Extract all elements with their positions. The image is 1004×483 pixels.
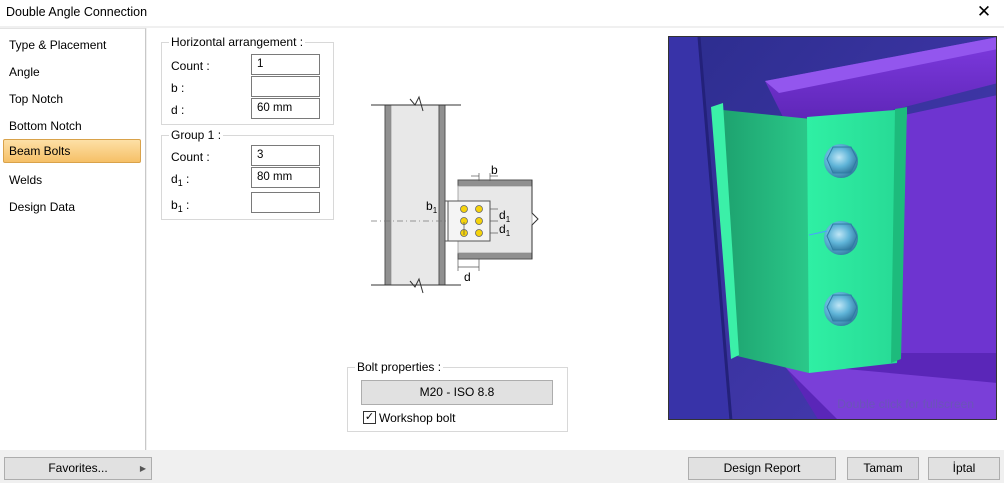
group1-count-label: Count : xyxy=(171,150,210,164)
sidebar-item-bottom-notch[interactable]: Bottom Notch xyxy=(9,119,82,133)
sidebar-item-design-data[interactable]: Design Data xyxy=(9,200,76,214)
dim-d1-top: d1 xyxy=(499,208,511,224)
title-bar: Double Angle Connection ✕ xyxy=(0,0,1004,26)
bottom-bar: Favorites... ▶ Design Report Tamam İptal xyxy=(0,450,1004,483)
bolt-hole-6 xyxy=(475,229,483,237)
bolt-hole-1 xyxy=(460,205,468,213)
close-icon[interactable]: ✕ xyxy=(976,2,992,21)
sidebar-item-type-placement[interactable]: Type & Placement xyxy=(9,38,107,52)
favorites-label: Favorites... xyxy=(48,461,108,475)
dim-d: d xyxy=(464,270,471,284)
horizontal-count-input[interactable]: 1 xyxy=(251,54,320,75)
sidebar-item-angle[interactable]: Angle xyxy=(9,65,40,79)
3d-bolt-middle xyxy=(824,221,858,255)
group1-title: Group 1 : xyxy=(169,128,224,142)
ok-button[interactable]: Tamam xyxy=(847,457,919,480)
3d-bolt-top xyxy=(824,144,858,178)
favorites-button[interactable]: Favorites... ▶ xyxy=(4,457,152,480)
horizontal-d-label: d : xyxy=(171,103,185,117)
group1-b1-label: b1 : xyxy=(171,198,190,214)
sidebar: Type & Placement Angle Top Notch Bottom … xyxy=(0,28,146,450)
dim-d1-bottom: d1 xyxy=(499,222,511,238)
sidebar-item-top-notch[interactable]: Top Notch xyxy=(9,92,64,106)
bolt-hole-4 xyxy=(475,217,483,225)
chevron-right-icon: ▶ xyxy=(139,464,146,473)
sidebar-item-beam-bolts[interactable]: Beam Bolts xyxy=(3,139,141,163)
bolt-properties-group: Bolt properties : M20 - ISO 8.8 ✓ Worksh… xyxy=(347,360,568,432)
group1-d1-label: d1 : xyxy=(171,172,190,188)
3d-bolt-bottom xyxy=(824,292,858,326)
workshop-bolt-label: Workshop bolt xyxy=(379,411,456,425)
horizontal-b-input[interactable] xyxy=(251,76,320,97)
group1-group: Group 1 : Count : 3 d1 : 80 mm b1 : xyxy=(161,128,334,220)
dim-b1: b1 xyxy=(426,199,438,215)
sidebar-item-welds[interactable]: Welds xyxy=(9,173,43,187)
viewer-hint: Double click for fullscreen xyxy=(837,397,974,411)
horizontal-arrangement-title: Horizontal arrangement : xyxy=(169,35,306,49)
horizontal-count-label: Count : xyxy=(171,59,210,73)
group1-d1-input[interactable]: 80 mm xyxy=(251,167,320,188)
3d-model-render xyxy=(669,37,996,419)
3d-viewer[interactable]: Double click for fullscreen xyxy=(668,36,997,420)
bolt-properties-title: Bolt properties : xyxy=(355,360,444,374)
design-report-button[interactable]: Design Report xyxy=(688,457,836,480)
connection-diagram: b b1 d1 d1 d xyxy=(371,95,539,294)
dim-b: b xyxy=(491,163,498,177)
group1-b1-input[interactable] xyxy=(251,192,320,213)
horizontal-b-label: b : xyxy=(171,81,185,95)
cancel-button[interactable]: İptal xyxy=(928,457,1000,480)
bolt-type-button[interactable]: M20 - ISO 8.8 xyxy=(361,380,553,405)
horizontal-d-input[interactable]: 60 mm xyxy=(251,98,320,119)
workshop-bolt-checkbox[interactable]: ✓ xyxy=(363,411,376,424)
group1-count-input[interactable]: 3 xyxy=(251,145,320,166)
window-title: Double Angle Connection xyxy=(6,5,148,19)
bolt-hole-2 xyxy=(475,205,483,213)
horizontal-arrangement-group: Horizontal arrangement : Count : 1 b : d… xyxy=(161,35,334,125)
main-content: Horizontal arrangement : Count : 1 b : d… xyxy=(147,28,1004,450)
